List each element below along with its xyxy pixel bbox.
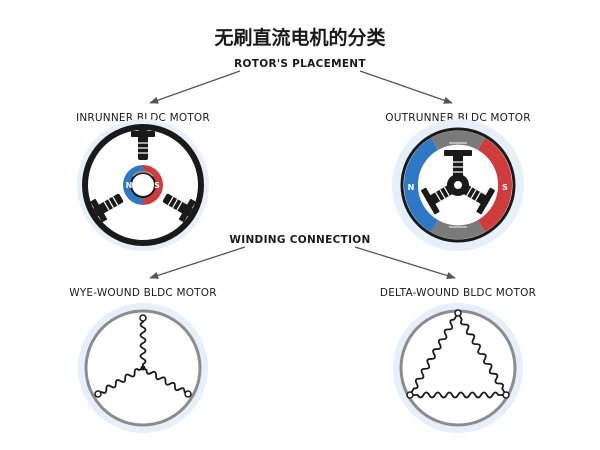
- inrunner-north-label: N: [126, 181, 133, 190]
- outrunner-north-magnet-bottom: [403, 185, 438, 232]
- outrunner-motor-illustration: N S: [392, 119, 524, 251]
- inrunner-label: INRUNNER BLDC MOTOR: [76, 112, 210, 124]
- inrunner-motor-illustration: N S: [77, 119, 209, 251]
- outrunner-north-label: N: [408, 183, 415, 192]
- outrunner-stator-teeth: [421, 150, 495, 215]
- arrow-to-outrunner: [359, 70, 453, 104]
- outrunner-iron-top: [431, 130, 485, 150]
- wye-label: WYE-WOUND BLDC MOTOR: [69, 287, 217, 299]
- inrunner-rotation-arrow: [132, 171, 154, 177]
- inrunner-south-label: S: [154, 181, 160, 190]
- arrow-to-delta: [354, 246, 456, 280]
- inrunner-coils: [103, 142, 183, 211]
- delta-winding-illustration: [393, 303, 523, 433]
- wye-terminal-a: [139, 314, 147, 322]
- arrow-to-wye: [149, 246, 246, 279]
- outrunner-coils: [435, 161, 481, 202]
- outrunner-label: OUTRUNNER BLDC MOTOR: [385, 112, 530, 124]
- section-rotor-placement: ROTOR'S PLACEMENT: [234, 58, 366, 70]
- wye-neutral-point: [140, 365, 146, 371]
- arrow-to-inrunner: [149, 70, 241, 104]
- inrunner-north-magnet: [123, 165, 143, 205]
- section-winding-connection: WINDING CONNECTION: [229, 234, 370, 246]
- wye-coils: [97, 318, 189, 395]
- page-title: 无刷直流电机的分类: [214, 26, 385, 49]
- inrunner-shaft: [130, 172, 156, 198]
- delta-label: DELTA-WOUND BLDC MOTOR: [380, 287, 536, 299]
- outrunner-north-magnet-top: [403, 138, 438, 185]
- delta-terminal-a: [454, 309, 462, 317]
- outrunner-shaft: [454, 181, 462, 189]
- outrunner-south-magnet-bottom: [478, 185, 513, 232]
- outrunner-south-label: S: [502, 183, 508, 192]
- delta-ring: [399, 309, 517, 427]
- outrunner-south-magnet-top: [478, 138, 513, 185]
- wye-terminal-c: [184, 390, 192, 398]
- delta-terminal-c: [502, 391, 510, 399]
- delta-terminal-b: [406, 391, 414, 399]
- wye-winding-illustration: [78, 303, 208, 433]
- wye-terminal-b: [94, 390, 102, 398]
- outrunner-iron-bottom: [431, 220, 485, 240]
- inrunner-stator-teeth: [90, 130, 196, 223]
- delta-coils: [409, 312, 507, 399]
- inrunner-south-magnet: [143, 165, 163, 205]
